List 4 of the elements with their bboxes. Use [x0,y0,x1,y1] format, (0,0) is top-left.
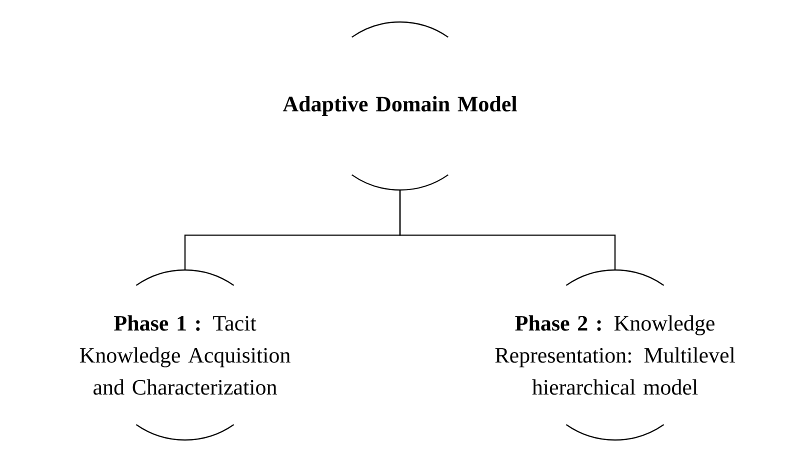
arc-circle-node: Phase 2 : Knowledge Representation: Multilevel hierarchical model [495,269,735,441]
arc-circle-node: Phase 1 : Tacit Knowledge Acquisition and Characterization [80,269,290,441]
arc-circle-node: Adaptive Domain Model [282,21,517,191]
connector-line [399,190,616,270]
